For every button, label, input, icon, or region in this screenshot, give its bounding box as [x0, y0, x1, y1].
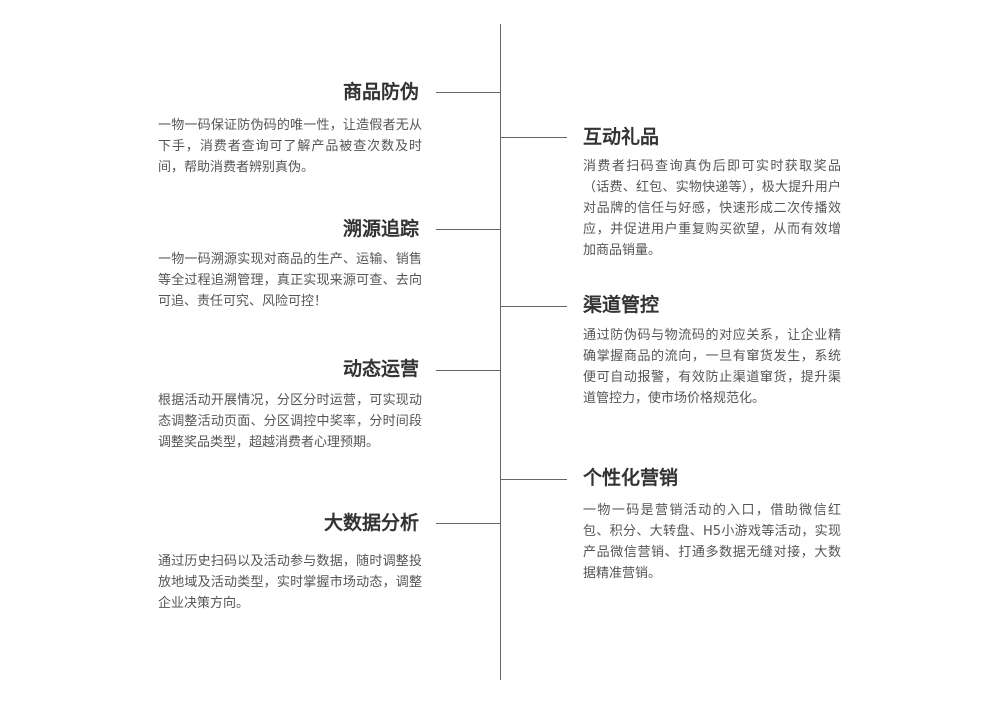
title-personalized-marketing: 个性化营销: [583, 467, 679, 489]
title-traceability: 溯源追踪: [342, 218, 419, 240]
desc-traceability: 一物一码溯源实现对商品的生产、运输、销售等全过程追溯管理，真正实现来源可查、去向…: [158, 252, 422, 309]
title-big-data: 大数据分析: [323, 512, 419, 534]
connector-personalized-marketing: [501, 479, 567, 480]
title-interactive-gifts: 互动礼品: [583, 126, 660, 148]
timeline-axis: [500, 24, 501, 680]
connector-traceability: [436, 229, 500, 230]
connector-channel-control: [501, 306, 567, 307]
desc-dynamic-operation: 根据活动开展情况，分区分时运营，可实现动态调整活动页面、分区调控中奖率，分时间段…: [158, 393, 422, 450]
title-anti-counterfeit: 商品防伪: [342, 81, 419, 103]
desc-big-data: 通过历史扫码以及活动参与数据，随时调整投放地域及活动类型，实时掌握市场动态，调整…: [158, 554, 422, 611]
connector-big-data: [436, 523, 500, 524]
connector-dynamic-operation: [436, 370, 500, 371]
connector-interactive-gifts: [501, 137, 567, 138]
desc-anti-counterfeit: 一物一码保证防伪码的唯一性，让造假者无从下手，消费者查询可了解产品被查次数及时间…: [158, 118, 422, 175]
desc-interactive-gifts: 消费者扫码查询真伪后即可实时获取奖品（话费、红包、实物快递等），极大提升用户对品…: [583, 159, 841, 258]
title-channel-control: 渠道管控: [583, 294, 660, 316]
title-dynamic-operation: 动态运营: [342, 358, 419, 380]
desc-channel-control: 通过防伪码与物流码的对应关系，让企业精确掌握商品的流向，一旦有窜货发生，系统便可…: [583, 328, 841, 406]
desc-personalized-marketing: 一物一码是营销活动的入口，借助微信红包、积分、大转盘、H5小游戏等活动，实现产品…: [583, 503, 841, 581]
connector-anti-counterfeit: [436, 92, 500, 93]
